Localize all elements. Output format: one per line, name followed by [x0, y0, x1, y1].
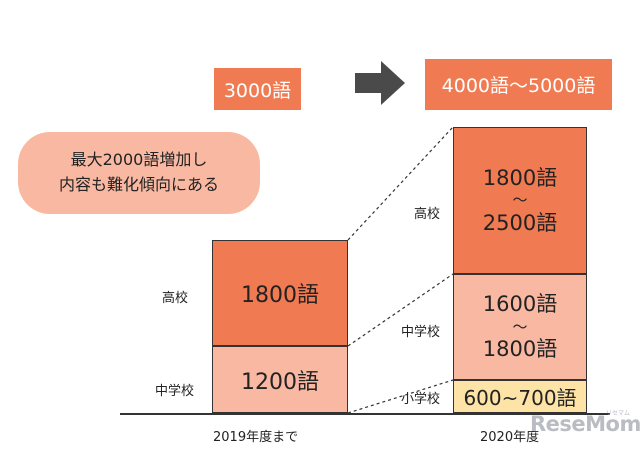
left-high-school-value: 1800語: [241, 283, 319, 308]
right-elementary-label: 小学校: [401, 392, 441, 407]
left-junior-high-value: 1200語: [241, 369, 319, 395]
right-column-label: 2020年度: [480, 430, 540, 445]
right-high-school-to: 2500語: [482, 210, 558, 235]
right-elementary-value: 600~700語: [463, 386, 577, 410]
right-arrow-icon: [355, 61, 405, 105]
right-junior-high-sep: 〜: [512, 317, 528, 336]
resemom-logo: ReseMom: [530, 412, 640, 436]
after-total-text: 4000語〜5000語: [441, 75, 596, 97]
left-high-school-block: 1800語: [212, 240, 348, 346]
left-junior-high-label: 中学校: [155, 384, 195, 399]
before-total-text: 3000語: [223, 79, 292, 102]
resemom-logo-sub: リセマム: [606, 410, 631, 417]
right-junior-high-from: 1600語: [482, 292, 558, 317]
right-elementary-block: 600~700語: [453, 380, 587, 413]
left-column-label: 2019年度まで: [213, 430, 299, 445]
right-high-school-block: 1800語 〜 2500語: [453, 127, 587, 274]
right-high-school-label: 高校: [414, 207, 441, 222]
right-high-school-from: 1800語: [482, 165, 558, 190]
left-high-school-label: 高校: [162, 291, 189, 306]
left-junior-high-block: 1200語: [212, 346, 348, 413]
right-junior-high-label: 中学校: [401, 325, 441, 340]
baseline: [120, 413, 610, 415]
before-total-box: 3000語: [214, 68, 301, 110]
note-bubble: 最大2000語増加し 内容も難化傾向にある: [18, 132, 260, 214]
connector-top: [347, 126, 454, 241]
note-line-1: 最大2000語増加し: [70, 150, 208, 170]
right-junior-high-block: 1600語 〜 1800語: [453, 274, 587, 380]
note-line-2: 内容も難化傾向にある: [58, 175, 219, 194]
after-total-box: 4000語〜5000語: [425, 59, 612, 110]
right-junior-high-to: 1800語: [482, 337, 558, 362]
right-high-school-sep: 〜: [512, 191, 528, 210]
